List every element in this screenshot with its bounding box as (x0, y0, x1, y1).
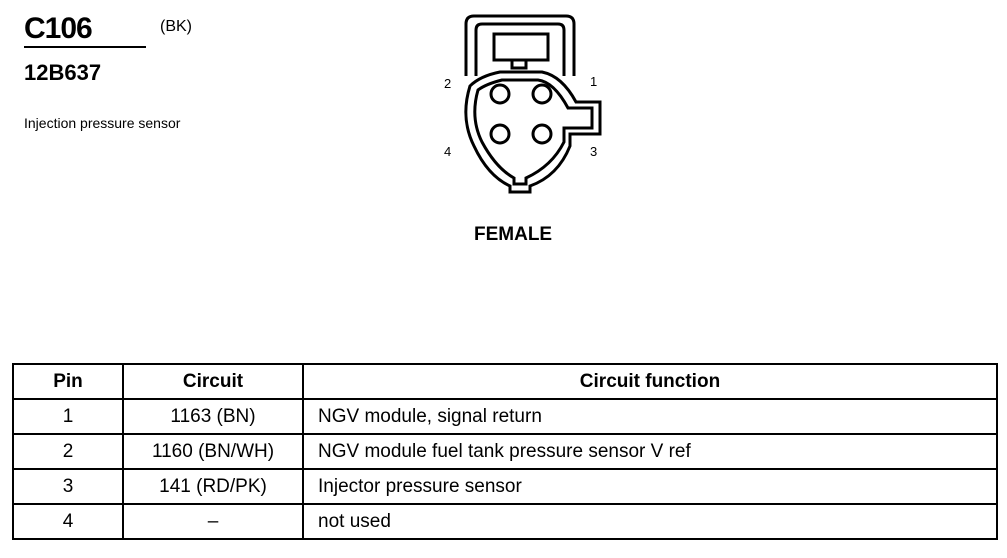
cell-circuit: – (122, 503, 304, 540)
cell-circuit: 1160 (BN/WH) (122, 433, 304, 470)
cell-pin: 4 (12, 503, 124, 540)
pin-cavity-4 (489, 123, 511, 145)
header-pin: Pin (12, 363, 124, 400)
connector-id: C106 (24, 12, 93, 45)
cell-function: NGV module fuel tank pressure sensor V r… (302, 433, 998, 470)
connector-face-diagram: 1 2 3 4 (444, 14, 602, 194)
table-row: 2 1160 (BN/WH) NGV module fuel tank pres… (12, 433, 998, 470)
pin-label-2: 2 (444, 76, 451, 91)
pin-cavity-2 (489, 83, 511, 105)
connector-description: Injection pressure sensor (24, 115, 181, 131)
cell-pin: 1 (12, 398, 124, 435)
table-row: 4 – not used (12, 503, 998, 540)
table-row: 1 1163 (BN) NGV module, signal return (12, 398, 998, 435)
connector-color-code: (BK) (160, 18, 192, 35)
cell-function: NGV module, signal return (302, 398, 998, 435)
pin-label-1: 1 (590, 74, 597, 89)
pin-label-4: 4 (444, 144, 451, 159)
header-circuit-function: Circuit function (302, 363, 998, 400)
cell-circuit: 1163 (BN) (122, 398, 304, 435)
cell-circuit: 141 (RD/PK) (122, 468, 304, 505)
part-number: 12B637 (24, 60, 102, 85)
cell-pin: 3 (12, 468, 124, 505)
pinout-table: Pin Circuit Circuit function 1 1163 (BN)… (12, 363, 998, 540)
title-underline (24, 46, 146, 48)
pin-cavity-3 (531, 123, 553, 145)
connector-gender: FEMALE (474, 224, 553, 245)
pin-label-3: 3 (590, 144, 597, 159)
cell-pin: 2 (12, 433, 124, 470)
locking-tab (464, 14, 576, 76)
cell-function: not used (302, 503, 998, 540)
table-header-row: Pin Circuit Circuit function (12, 363, 998, 400)
header-circuit: Circuit (122, 363, 304, 400)
connector-body (464, 70, 602, 194)
pin-cavity-1 (531, 83, 553, 105)
table-row: 3 141 (RD/PK) Injector pressure sensor (12, 468, 998, 505)
cell-function: Injector pressure sensor (302, 468, 998, 505)
